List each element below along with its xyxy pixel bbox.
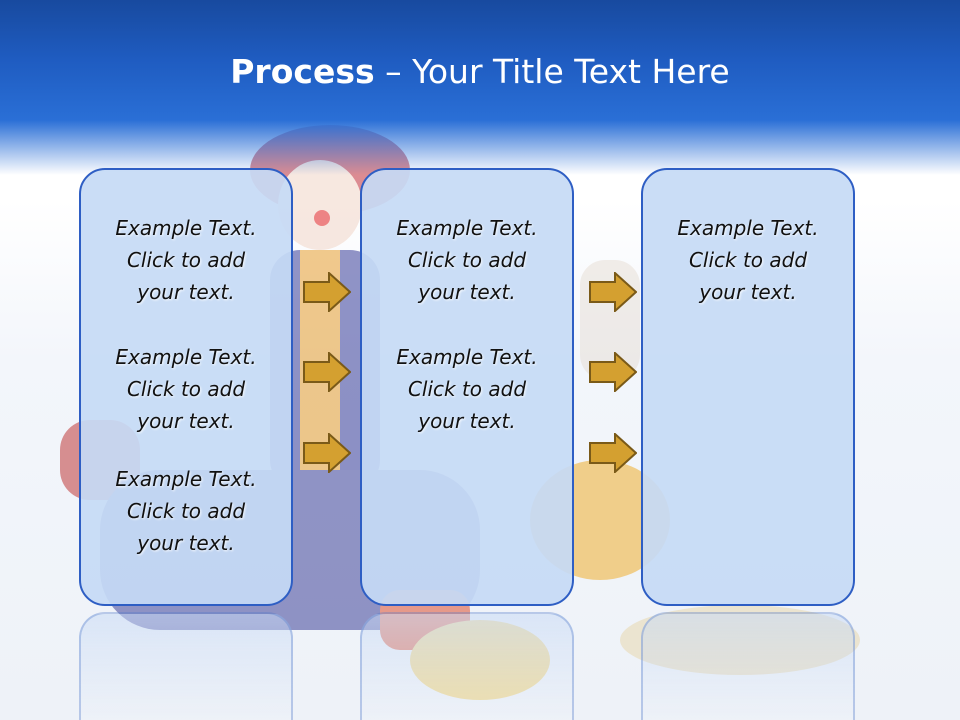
text-line: your text. (418, 409, 516, 433)
right-arrow-icon (589, 433, 637, 473)
right-arrow-icon (589, 352, 637, 392)
box-reflection (360, 612, 574, 720)
text-line: your text. (418, 280, 516, 304)
process-box-1[interactable]: Example Text. Click to add your text. Ex… (79, 168, 293, 606)
right-arrow-icon (303, 433, 351, 473)
slide-title[interactable]: Process – Your Title Text Here (0, 52, 960, 91)
box-reflection (641, 612, 855, 720)
text-line: Click to add (407, 377, 527, 401)
text-line: your text. (137, 409, 235, 433)
text-block[interactable]: Example Text. Click to add your text. (81, 463, 291, 559)
header-band (0, 0, 960, 175)
box-reflection (79, 612, 293, 720)
text-line: your text. (137, 531, 235, 555)
text-line: Click to add (126, 377, 246, 401)
title-rest: – Your Title Text Here (374, 52, 730, 91)
text-line: your text. (137, 280, 235, 304)
text-line: Click to add (407, 248, 527, 272)
text-block[interactable]: Example Text. Click to add your text. (362, 341, 572, 437)
text-block[interactable]: Example Text. Click to add your text. (643, 212, 853, 308)
text-line: Example Text. (115, 467, 257, 491)
process-box-3[interactable]: Example Text. Click to add your text. (641, 168, 855, 606)
process-box-2[interactable]: Example Text. Click to add your text. Ex… (360, 168, 574, 606)
text-line: Example Text. (677, 216, 819, 240)
text-line: Click to add (688, 248, 808, 272)
text-line: Example Text. (396, 345, 538, 369)
text-line: Click to add (126, 248, 246, 272)
text-line: Example Text. (115, 216, 257, 240)
text-line: Example Text. (115, 345, 257, 369)
right-arrow-icon (303, 352, 351, 392)
text-block[interactable]: Example Text. Click to add your text. (81, 212, 291, 308)
text-line: Example Text. (396, 216, 538, 240)
text-line: Click to add (126, 499, 246, 523)
text-line: your text. (699, 280, 797, 304)
right-arrow-icon (303, 272, 351, 312)
title-bold: Process (230, 52, 375, 91)
text-block[interactable]: Example Text. Click to add your text. (362, 212, 572, 308)
right-arrow-icon (589, 272, 637, 312)
text-block[interactable]: Example Text. Click to add your text. (81, 341, 291, 437)
